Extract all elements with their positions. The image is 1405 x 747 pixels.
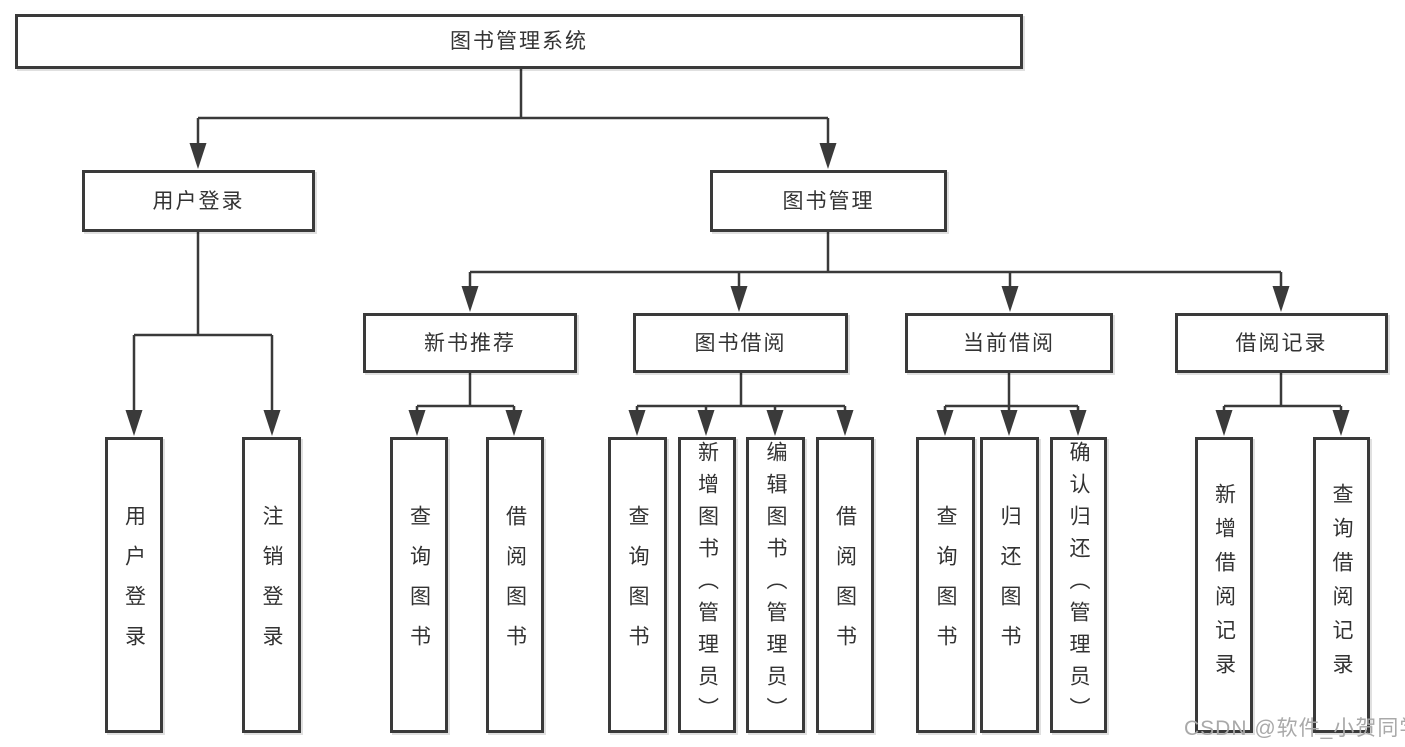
connector-book-mgmt-children (461, 232, 1290, 312)
leaf-confirm-return-admin-label: 确认归还（管理员） (1067, 441, 1091, 729)
leaf-add-book-admin-label: 新增图书（管理员） (695, 441, 719, 729)
leaf-query-books-borrow-label: 查询图书 (626, 505, 650, 665)
leaf-edit-book-admin: 编辑图书（管理员） (746, 437, 805, 733)
connector-current-borrow-children (936, 373, 1087, 436)
leaf-borrow-books: 借阅图书 (816, 437, 874, 733)
node-book-management-label: 图书管理 (782, 189, 875, 213)
connector-book-borrow-children (628, 373, 854, 436)
leaf-query-borrow-record-label: 查询借阅记录 (1330, 483, 1354, 687)
leaf-add-book-admin: 新增图书（管理员） (678, 437, 736, 733)
leaf-query-books-borrow: 查询图书 (608, 437, 667, 733)
leaf-edit-book-admin-label: 编辑图书（管理员） (764, 441, 788, 729)
node-new-book-recommend: 新书推荐 (363, 313, 577, 373)
node-current-borrowing-label: 当前借阅 (963, 331, 1055, 355)
connector-user-login-children (125, 232, 281, 436)
node-library-system-label: 图书管理系统 (450, 30, 588, 53)
leaf-borrow-books-recommend: 借阅图书 (486, 437, 544, 733)
leaf-return-book: 归还图书 (980, 437, 1039, 733)
connector-borrow-records-children (1215, 373, 1350, 436)
node-book-management: 图书管理 (710, 170, 947, 232)
leaf-user-login-label: 用户登录 (122, 505, 146, 665)
leaf-query-books-current: 查询图书 (916, 437, 975, 733)
node-new-book-recommend-label: 新书推荐 (424, 331, 516, 355)
csdn-watermark: CSDN @软件_小贺同学 (1184, 717, 1405, 740)
leaf-user-login: 用户登录 (105, 437, 163, 733)
leaf-confirm-return-admin: 确认归还（管理员） (1050, 437, 1107, 733)
leaf-query-borrow-record: 查询借阅记录 (1313, 437, 1370, 733)
node-library-system: 图书管理系统 (15, 14, 1023, 69)
leaf-query-books-recommend-label: 查询图书 (407, 505, 431, 665)
leaf-return-book-label: 归还图书 (998, 505, 1022, 665)
node-user-login: 用户登录 (82, 170, 315, 232)
leaf-logout: 注销登录 (242, 437, 301, 733)
node-book-borrowing-label: 图书借阅 (694, 331, 787, 355)
leaf-borrow-books-recommend-label: 借阅图书 (503, 505, 527, 665)
leaf-add-borrow-record: 新增借阅记录 (1195, 437, 1253, 733)
leaf-borrow-books-label: 借阅图书 (833, 505, 857, 665)
leaf-query-books-current-label: 查询图书 (934, 505, 958, 665)
node-current-borrowing: 当前借阅 (905, 313, 1113, 373)
leaf-add-borrow-record-label: 新增借阅记录 (1212, 483, 1236, 687)
node-book-borrowing: 图书借阅 (633, 313, 848, 373)
leaf-logout-label: 注销登录 (260, 505, 284, 665)
connector-new-book-rec-children (408, 373, 523, 436)
node-borrow-records-label: 借阅记录 (1235, 331, 1328, 355)
leaf-query-books-recommend: 查询图书 (390, 437, 448, 733)
node-borrow-records: 借阅记录 (1175, 313, 1388, 373)
connector-root-to-level2 (189, 68, 837, 169)
node-user-login-label: 用户登录 (152, 189, 245, 213)
